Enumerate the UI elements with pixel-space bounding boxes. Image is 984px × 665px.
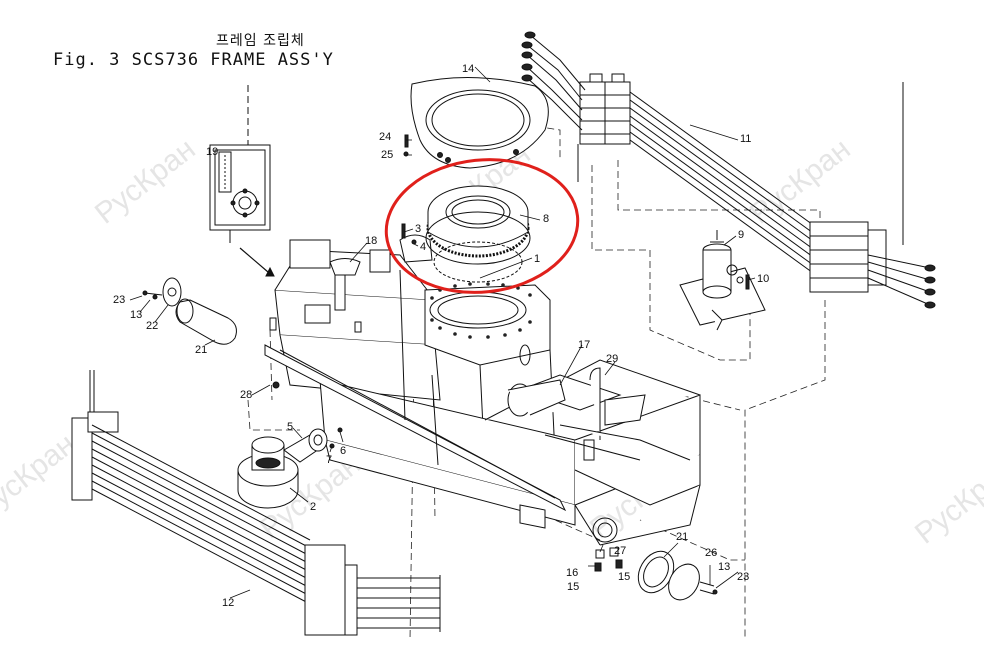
callout-27: 27 — [614, 545, 626, 557]
hose-assembly-12 — [71, 370, 441, 636]
callout-7: 7 — [326, 454, 332, 466]
turntable-cover-14 — [410, 77, 549, 169]
callout-18: 18 — [365, 235, 377, 247]
callout-10: 10 — [757, 273, 769, 285]
highlight-circle — [384, 158, 580, 294]
figure-title: Fig. 3 SCS736 FRAME ASS'Y — [53, 50, 334, 70]
covers-21-26 — [637, 550, 715, 601]
watermark: РусКран — [909, 452, 984, 550]
callout-14: 14 — [462, 63, 474, 75]
callout-5: 5 — [287, 421, 293, 433]
main-frame — [264, 234, 701, 559]
callout-24: 24 — [379, 131, 391, 143]
callout-12: 12 — [222, 597, 234, 609]
control-valve-assembly-11 — [521, 31, 936, 309]
callout-4: 4 — [420, 241, 426, 253]
control-box-19 — [209, 85, 275, 277]
callout-21: 21 — [676, 531, 688, 543]
callout-29: 29 — [606, 353, 618, 365]
callout-2: 2 — [310, 501, 316, 513]
watermark: РусКран — [0, 427, 82, 525]
filter-21-22 — [144, 277, 237, 345]
callout-13: 13 — [130, 309, 142, 321]
callout-11: 11 — [740, 133, 751, 145]
callout-9: 9 — [738, 229, 744, 241]
title-korean: 프레임 조립체 — [216, 33, 305, 49]
callout-3: 3 — [415, 223, 421, 235]
top-plate-bolt-holes — [430, 282, 532, 339]
callout-25: 25 — [381, 149, 393, 161]
callout-16: 16 — [566, 567, 578, 579]
callout-13: 13 — [718, 561, 730, 573]
callout-15: 15 — [567, 581, 579, 593]
callout-6: 6 — [340, 445, 346, 457]
callout-22: 22 — [146, 320, 158, 332]
fasteners — [142, 134, 750, 595]
callout-21: 21 — [195, 344, 207, 356]
callout-23: 23 — [737, 571, 749, 583]
swing-motor-2-5 — [237, 428, 328, 509]
callout-1: 1 — [534, 253, 540, 265]
leader-lines — [129, 66, 756, 599]
callout-23: 23 — [113, 294, 125, 306]
callout-17: 17 — [578, 339, 590, 351]
callout-19: 19 — [206, 146, 218, 158]
callout-8: 8 — [543, 213, 549, 225]
callout-15: 15 — [618, 571, 630, 583]
callout-28: 28 — [240, 389, 252, 401]
callout-26: 26 — [705, 547, 717, 559]
callout-labels: 1 2 3 4 5 6 7 8 9 10 11 12 13 13 14 15 1… — [113, 63, 769, 609]
slewing-bearing-8 — [425, 185, 531, 283]
watermark: РусКран — [89, 132, 202, 230]
swivel-joint-9 — [679, 230, 766, 331]
